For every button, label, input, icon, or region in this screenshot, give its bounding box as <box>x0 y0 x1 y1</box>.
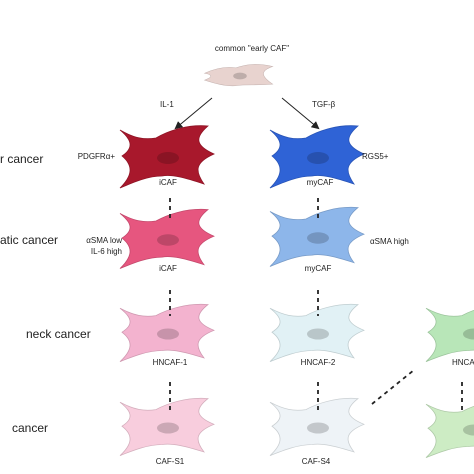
row2-right-marker: αSMA high <box>370 237 409 246</box>
row2-right-name: myCAF <box>304 264 332 273</box>
row2-left-marker-2: IL-6 high <box>90 247 122 256</box>
row4-cancer-label: cancer <box>12 421 49 435</box>
hncaf3-cell <box>425 307 474 362</box>
mycaf-cell-row1 <box>269 125 365 189</box>
arrow-tgfb <box>281 97 320 130</box>
il1-label: IL-1 <box>160 100 174 109</box>
cafs4-cell <box>269 397 365 456</box>
arrow-il1 <box>174 97 213 130</box>
row1-right-marker: RGS5+ <box>362 152 389 161</box>
connector-diagonal <box>371 369 415 405</box>
early-caf-cell <box>203 64 274 87</box>
cafs-third-cell <box>425 403 474 458</box>
hncaf1-cell <box>119 303 215 362</box>
early-caf-label: common "early CAF" <box>214 44 290 53</box>
mycaf-cell-row2 <box>269 206 365 267</box>
row3-right-name: HNCAF-2 <box>300 358 336 367</box>
row1-left-name: iCAF <box>159 178 177 187</box>
tgfb-label: TGF-β <box>312 100 336 109</box>
row3-left-name: HNCAF-1 <box>152 358 188 367</box>
row3-third-name: HNCA <box>452 358 474 367</box>
row2-left-name: iCAF <box>159 264 177 273</box>
row1-cancer-label: r cancer <box>0 152 44 166</box>
icaf-cell-row1 <box>119 125 215 189</box>
hncaf2-cell <box>269 303 365 362</box>
row3-cancer-label: neck cancer <box>26 327 91 341</box>
row1-right-name: myCAF <box>306 178 334 187</box>
row1-left-marker: PDGFRα+ <box>77 152 115 161</box>
row2-cancer-label: atic cancer <box>0 233 59 247</box>
row2-left-marker-1: αSMA low <box>86 236 122 245</box>
cafs1-cell <box>119 397 215 456</box>
row4-right-name: CAF-S4 <box>301 457 331 466</box>
icaf-cell-row2 <box>119 208 215 269</box>
row4-left-name: CAF-S1 <box>155 457 185 466</box>
